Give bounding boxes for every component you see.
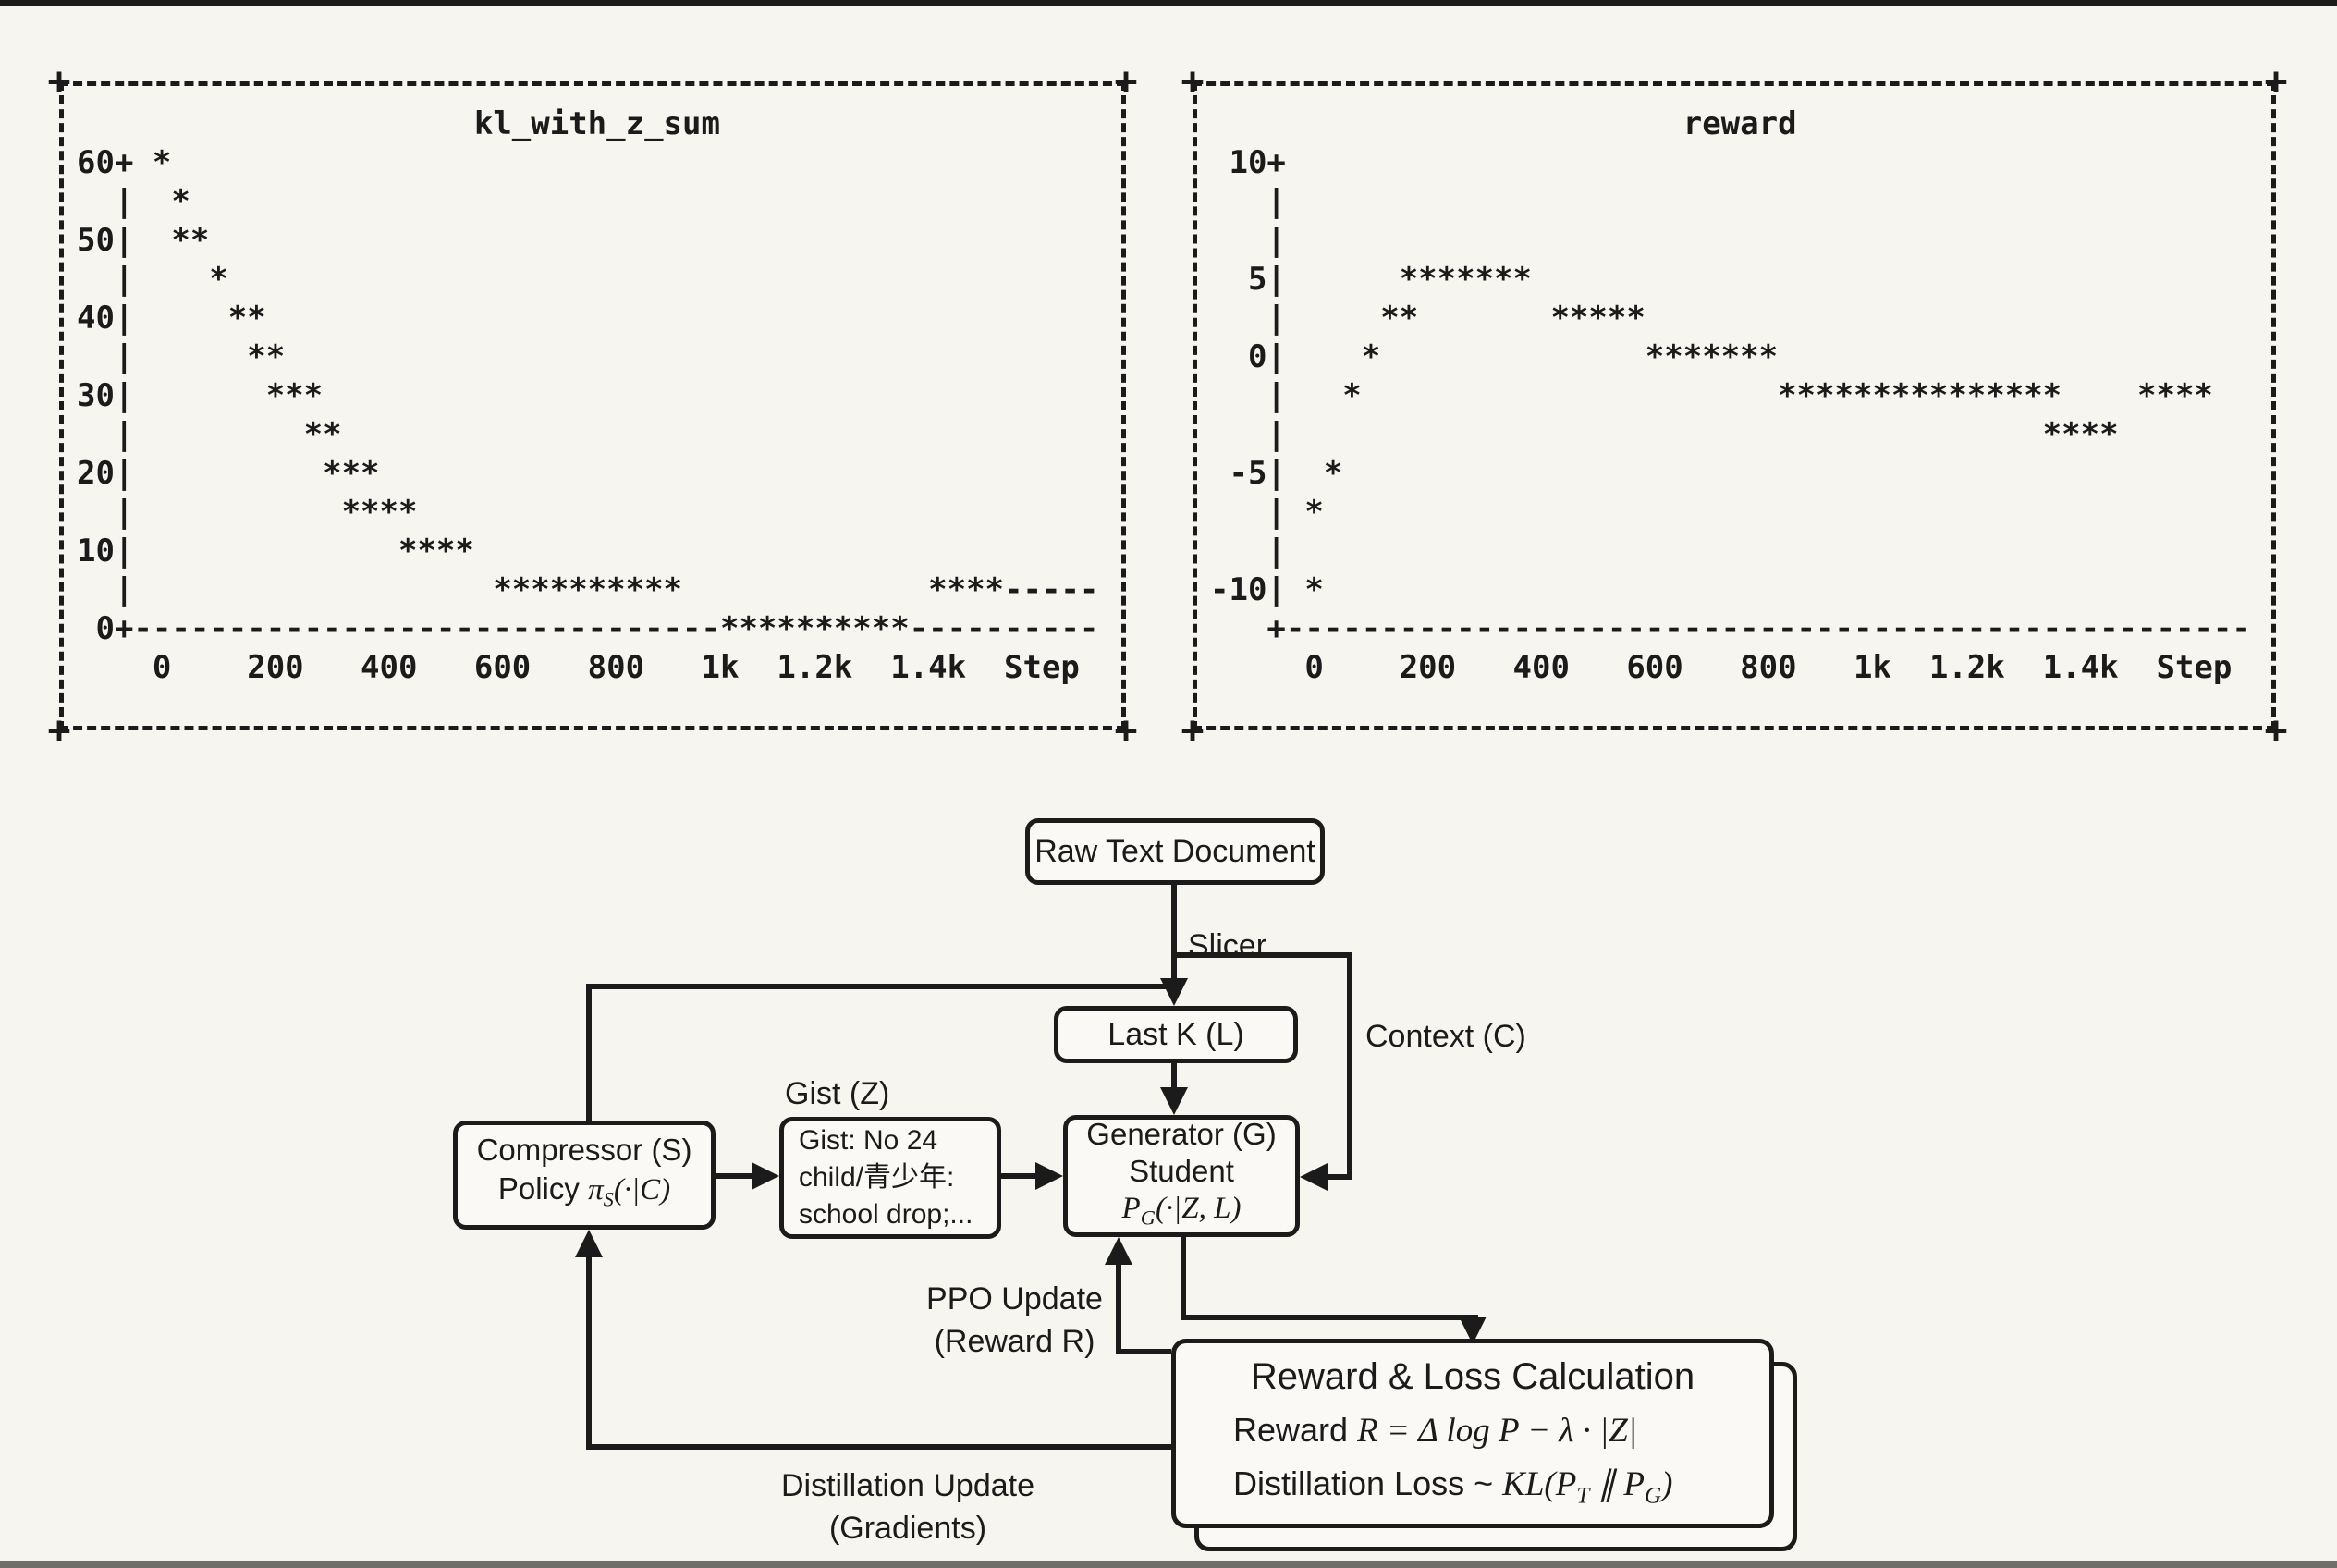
label-line: Distillation Update	[780, 1468, 1035, 1503]
arrowhead-into-gist-icon	[752, 1162, 779, 1190]
line-into-compressor-top	[586, 984, 592, 1121]
line-ppo-vertical	[1116, 1263, 1121, 1354]
line-context-horizontal	[1171, 952, 1352, 958]
node-gist-example: Gist: No 24 child/青少年: school drop;...	[779, 1117, 1001, 1239]
line-context-vertical	[1347, 952, 1352, 1179]
arrowhead-into-generator-top-icon	[1160, 1087, 1188, 1115]
label-slicer: Slicer	[1188, 928, 1267, 963]
gist-line: child/青少年:	[799, 1162, 955, 1193]
plot-reward: + + + + reward 10+ | | 5| ******* | ** *…	[1181, 58, 2288, 753]
node-label: Raw Text Document	[1034, 833, 1315, 869]
gist-line: Gist: No 24	[799, 1125, 938, 1156]
scan-edge-bottom	[0, 1561, 2337, 1568]
generator-formula: PG(·|Z, L)	[1121, 1191, 1242, 1230]
label-line: (Reward R)	[934, 1324, 1095, 1359]
label-line: PPO Update	[926, 1281, 1103, 1317]
line-slicer-to-compressor-horizontal	[586, 984, 1177, 989]
ascii-chart-reward: reward 10+ | | 5| ******* | ** ***** 0| …	[1210, 105, 2251, 686]
line-ppo-horizontal	[1116, 1349, 1171, 1354]
reward-box-title: Reward & Loss Calculation	[1250, 1356, 1695, 1397]
label-line: (Gradients)	[828, 1511, 987, 1546]
label-ppo-update: PPO Update (Reward R)	[920, 1278, 1109, 1363]
node-reward-loss-calculation: Reward & Loss Calculation Reward R = Δ l…	[1171, 1339, 1774, 1528]
line-lastk-to-generator	[1171, 1063, 1177, 1093]
line-distill-vertical	[586, 1256, 592, 1450]
arrowhead-into-lastk-icon	[1160, 978, 1188, 1006]
compressor-formula: Policy πS(·|C)	[497, 1171, 671, 1211]
label-distillation-update: Distillation Update (Gradients)	[755, 1464, 1060, 1550]
reward-formula: Reward R = Δ log P − λ · |Z|	[1233, 1411, 1638, 1450]
node-raw-text-document: Raw Text Document	[1025, 818, 1325, 885]
node-label: Student	[1129, 1153, 1234, 1188]
label-context-c: Context (C)	[1365, 1019, 1526, 1054]
arrowhead-distill-into-compressor-icon	[575, 1230, 603, 1257]
line-distill-horizontal	[586, 1444, 1171, 1450]
node-label: Generator (G)	[1086, 1116, 1277, 1151]
label-gist-z: Gist (Z)	[785, 1076, 890, 1111]
node-label: Last K (L)	[1107, 1016, 1244, 1052]
line-compressor-to-gist	[716, 1173, 756, 1179]
node-last-k: Last K (L)	[1054, 1006, 1298, 1063]
scan-edge-top	[0, 0, 2337, 6]
line-generator-output-horizontal	[1181, 1315, 1478, 1320]
gist-line: school drop;...	[799, 1199, 973, 1230]
node-generator-student: Generator (G) Student PG(·|Z, L)	[1063, 1115, 1300, 1237]
node-label: Compressor (S)	[476, 1133, 692, 1168]
line-gist-to-generator	[1001, 1173, 1040, 1179]
line-context-stub	[1326, 1174, 1352, 1180]
line-generator-output-vertical	[1181, 1237, 1186, 1320]
distillation-loss-formula: Distillation Loss ~ KL(PT ∥ PG)	[1233, 1464, 1673, 1509]
arrowhead-gist-into-generator-icon	[1035, 1162, 1063, 1190]
line-doc-to-slicer	[1171, 885, 1177, 982]
ascii-chart-kl: kl_with_z_sum 60+ * | * 50| ** | * 40| *…	[77, 105, 1099, 686]
arrowhead-ppo-into-generator-icon	[1105, 1237, 1132, 1265]
node-compressor-policy: Compressor (S) Policy πS(·|C)	[453, 1121, 716, 1230]
arrowhead-context-into-generator-icon	[1300, 1163, 1328, 1191]
plot-kl-with-z-sum: + + + + kl_with_z_sum 60+ * | * 50| ** |…	[47, 58, 1138, 753]
